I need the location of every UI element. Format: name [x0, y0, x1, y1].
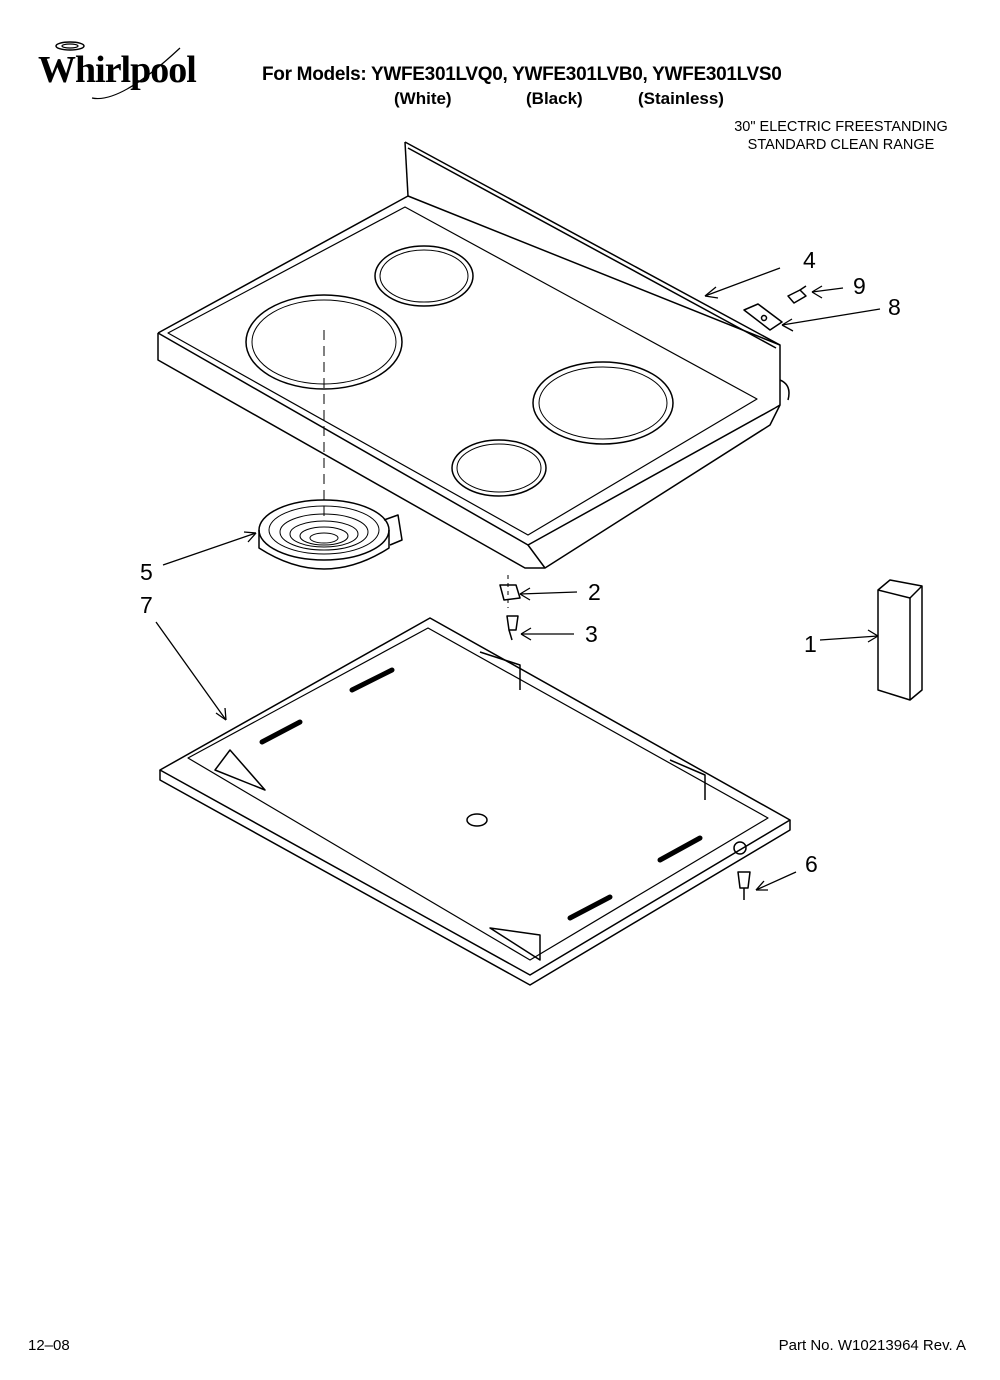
clip-part-2	[499, 575, 521, 608]
screw-part-9	[787, 285, 807, 304]
variant-stainless: (Stainless)	[638, 89, 724, 108]
callout-8: 8	[888, 294, 901, 320]
footer-date: 12–08	[28, 1337, 70, 1354]
variant-black: (Black)	[526, 89, 583, 108]
literature-part	[877, 579, 923, 701]
surface-element-part	[258, 499, 403, 570]
brand-name: Whirlpool	[38, 49, 197, 91]
screw-part-6	[737, 871, 751, 900]
callout-7: 7	[140, 592, 153, 618]
burner-box-part	[159, 617, 791, 986]
callout-2: 2	[588, 579, 601, 605]
cooktop-part	[157, 141, 790, 569]
callout-6: 6	[805, 851, 818, 877]
leader-lines	[155, 267, 881, 891]
callout-9: 9	[853, 273, 866, 299]
product-description: 30" ELECTRIC FREESTANDING STANDARD CLEAN…	[700, 118, 982, 154]
brand-logo	[30, 38, 190, 108]
product-line-2: STANDARD CLEAN RANGE	[747, 137, 935, 153]
product-line-1: 30" ELECTRIC FREESTANDING	[734, 119, 948, 135]
swirl-icon	[55, 41, 181, 100]
bracket-part	[743, 303, 783, 331]
footer-part-number: Part No. W10213964 Rev. A	[778, 1337, 966, 1354]
callout-1: 1	[804, 631, 817, 657]
screw-part-3	[506, 615, 519, 641]
models-line: For Models: YWFE301LVQ0, YWFE301LVB0, YW…	[262, 64, 782, 85]
callout-5: 5	[140, 559, 153, 585]
callout-3: 3	[585, 621, 598, 647]
callout-4: 4	[803, 247, 816, 273]
variant-white: (White)	[394, 89, 452, 108]
